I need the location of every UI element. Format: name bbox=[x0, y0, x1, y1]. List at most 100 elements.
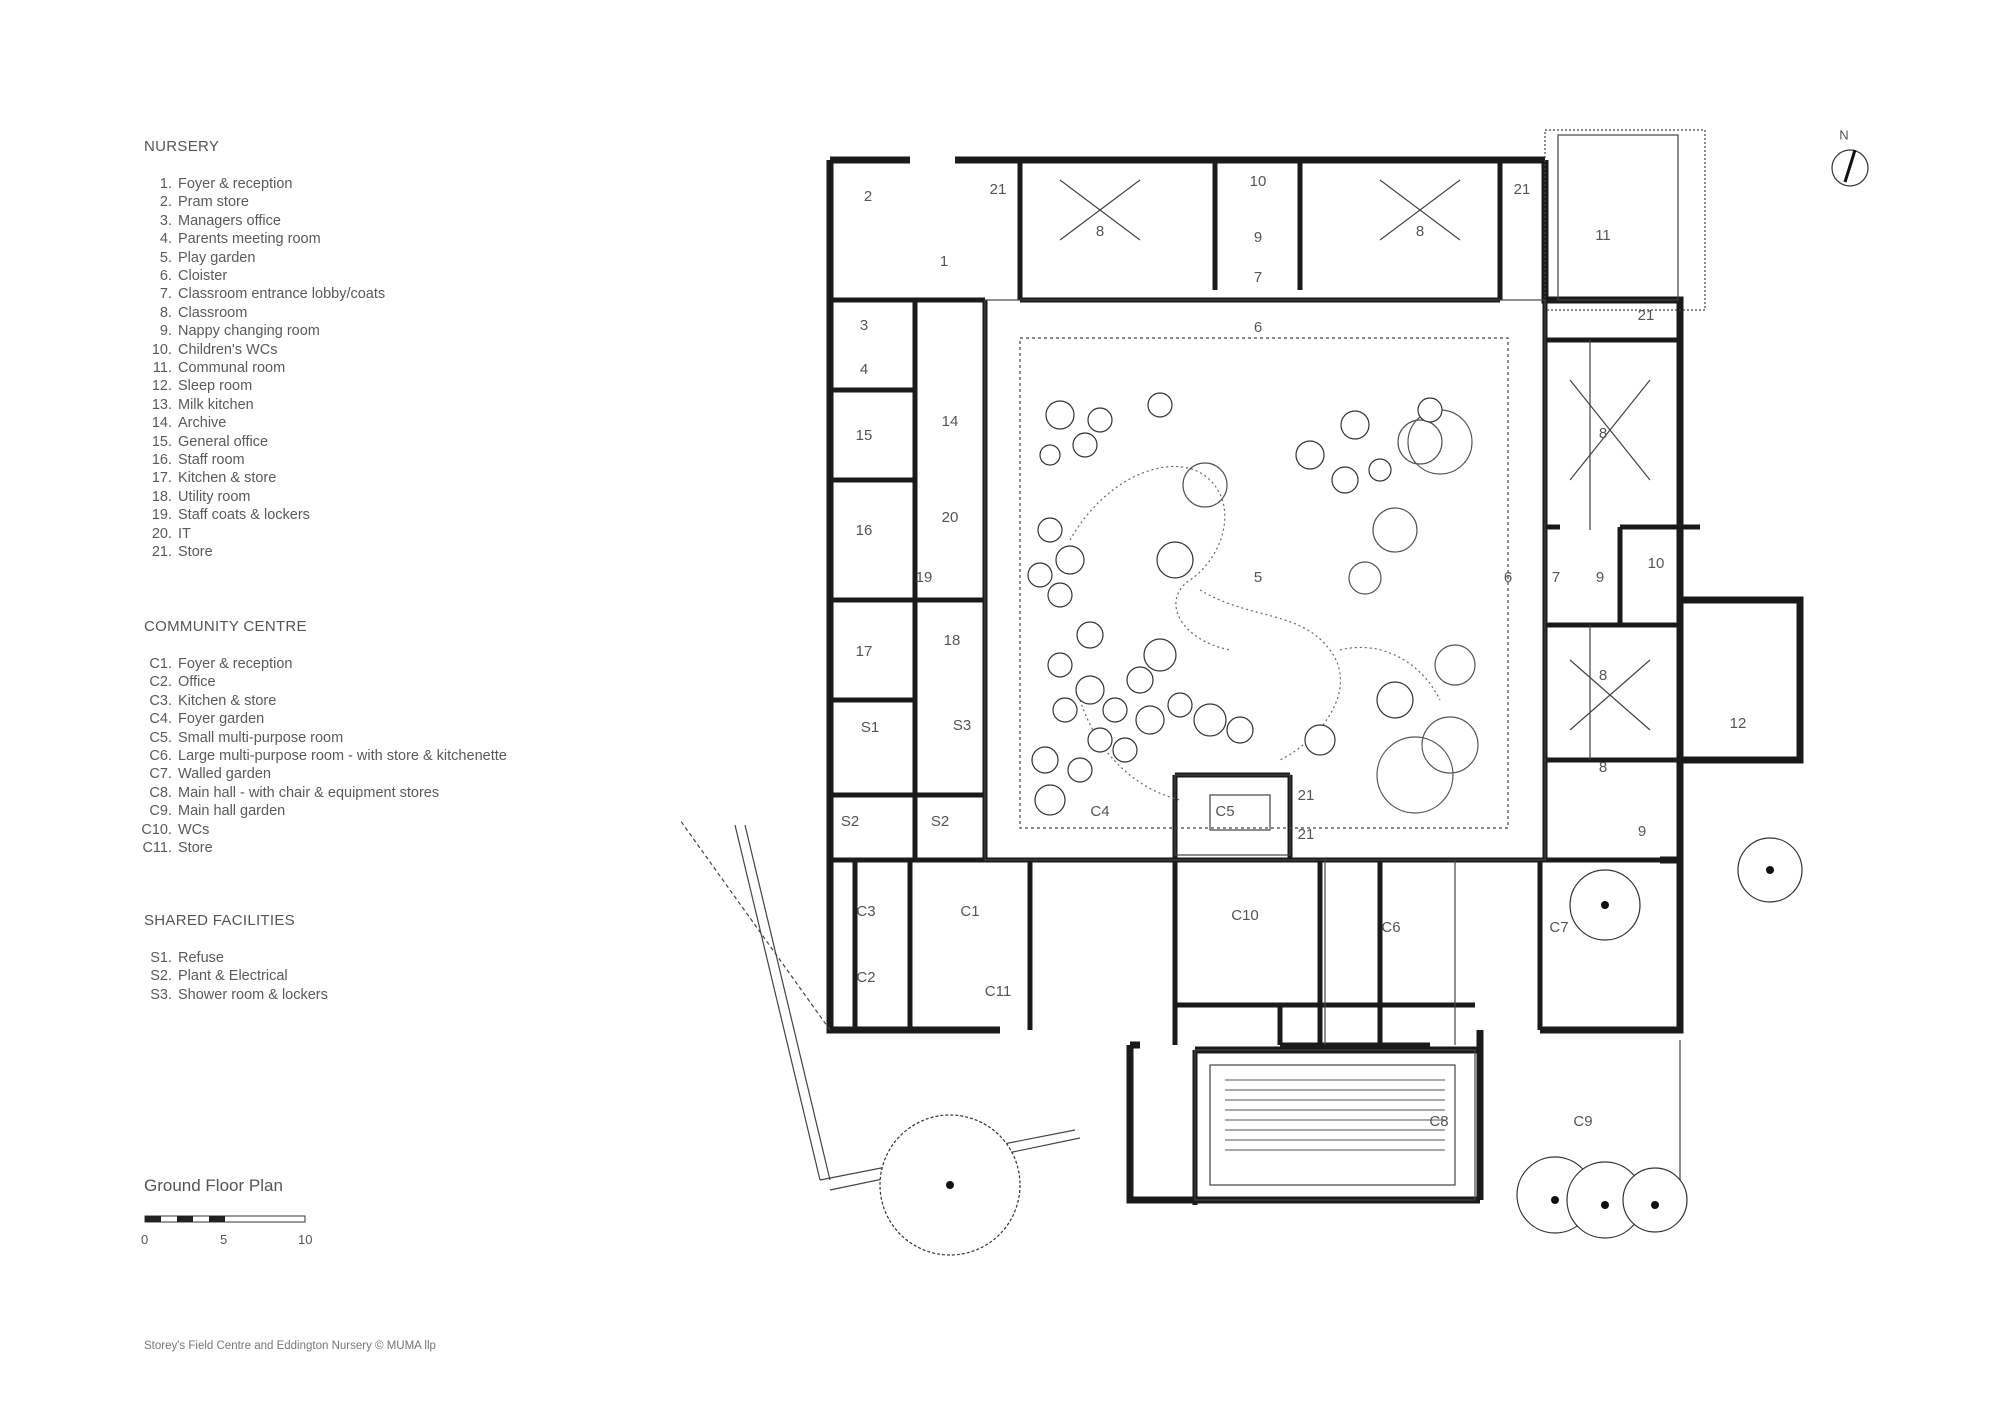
room-label: S2 bbox=[841, 813, 859, 830]
room-label: 10 bbox=[1648, 555, 1665, 572]
legend-item-number: C11. bbox=[142, 840, 172, 856]
nursery-legend-item: 1. Foyer & reception bbox=[126, 176, 293, 192]
scale-bar bbox=[144, 1215, 306, 1223]
legend-item-number: 19. bbox=[151, 507, 172, 524]
room-label: 9 bbox=[1254, 229, 1262, 246]
nursery-legend-item: 15.General office bbox=[126, 434, 268, 450]
nursery-legend-item: 13.Milk kitchen bbox=[126, 397, 254, 413]
garden-paths bbox=[1069, 465, 1441, 801]
community-legend-item: C9.Main hall garden bbox=[126, 803, 285, 819]
room-label: 9 bbox=[1596, 569, 1604, 586]
room-label: 21 bbox=[1514, 181, 1531, 198]
nursery-legend-item: 20.IT bbox=[126, 526, 191, 542]
room-label: 15 bbox=[856, 427, 873, 444]
room-label: 21 bbox=[990, 181, 1007, 198]
legend-item-label: Staff coats & lockers bbox=[178, 507, 310, 524]
credit-line: Storey's Field Centre and Eddington Nurs… bbox=[144, 1340, 436, 1352]
nursery-legend-item: 19. Staff coats & lockers bbox=[126, 507, 310, 523]
room-label: 8 bbox=[1599, 667, 1607, 684]
community-legend-item: C5. Small multi-purpose room bbox=[126, 730, 343, 746]
nursery-legend-item: 21.Store bbox=[126, 544, 213, 560]
room-labels: 2 1 3 4 15 16 17 14 20 19 18 S1 S3 S2 S2… bbox=[841, 173, 1747, 1130]
legend-item-label: Classroom entrance lobby/coats bbox=[178, 286, 386, 303]
scale-label-0: 0 bbox=[141, 1232, 149, 1247]
nursery-legend-item: 2.Pram store bbox=[126, 194, 249, 210]
legend-item-label: Foyer & reception bbox=[178, 176, 293, 192]
room-label: C9 bbox=[1573, 1113, 1592, 1130]
legend-item-number: 6. bbox=[159, 268, 172, 284]
north-label: N bbox=[1839, 127, 1848, 142]
legend-item-number: C5. bbox=[149, 729, 172, 746]
nursery-legend-item: 17.Kitchen & store bbox=[126, 470, 277, 486]
room-label: 10 bbox=[1250, 173, 1267, 190]
shared-legend-item: S3. Shower room & lockers bbox=[126, 987, 328, 1003]
legend-item-label: Main hall - with chair & equipment store… bbox=[178, 784, 440, 801]
legend-item-label: Managers office bbox=[178, 212, 281, 229]
room-label: 12 bbox=[1730, 715, 1747, 732]
room-label: S3 bbox=[953, 717, 971, 734]
nursery-legend-item: 7.Classroom entrance lobby/coats bbox=[126, 286, 385, 302]
room-label: 14 bbox=[942, 413, 959, 430]
legend-item-label: Parents meeting room bbox=[178, 231, 321, 248]
community-legend-item: C1. Foyer & reception bbox=[126, 656, 292, 672]
shared-legend-item: S1.Refuse bbox=[126, 950, 224, 966]
room-label: 17 bbox=[856, 643, 873, 660]
legend-item-number: 1. bbox=[159, 176, 172, 192]
legend-item-label: Refuse bbox=[178, 950, 224, 966]
nursery-legend-item: 6.Cloister bbox=[126, 268, 227, 284]
community-legend-item: C6. Large multi-purpose room - with store… bbox=[126, 748, 507, 764]
legend-item-label: Kitchen & store bbox=[178, 692, 277, 709]
community-legend-item: C10.WCs bbox=[126, 822, 209, 838]
legend-item-label: Nappy changing room bbox=[178, 323, 320, 340]
room-label: 8 bbox=[1599, 425, 1607, 442]
legend-item-number: S3. bbox=[150, 986, 172, 1003]
room-label: C8 bbox=[1429, 1113, 1448, 1130]
room-label: 19 bbox=[916, 569, 933, 586]
room-label: 21 bbox=[1638, 307, 1655, 324]
community-legend-item: C8. Main hall - with chair & equipment st… bbox=[126, 785, 439, 801]
room-label: 3 bbox=[860, 317, 868, 334]
legend-item-number: 13. bbox=[151, 396, 172, 413]
nursery-legend-item: 4.Parents meeting room bbox=[126, 231, 321, 247]
legend-item-label: Large multi-purpose room - with store & … bbox=[178, 748, 507, 764]
room-label: C2 bbox=[856, 969, 875, 986]
legend-item-number: S2. bbox=[150, 968, 172, 985]
room-label: C5 bbox=[1215, 803, 1234, 820]
nursery-legend-item: 12.Sleep room bbox=[126, 378, 252, 394]
room-label: 6 bbox=[1254, 319, 1262, 336]
nursery-legend-item: 5.Play garden bbox=[126, 250, 255, 266]
legend-item-number: 9. bbox=[159, 323, 172, 340]
legend-item-number: 5. bbox=[159, 249, 172, 266]
room-label: C6 bbox=[1381, 919, 1400, 936]
room-label: C1 bbox=[960, 903, 979, 920]
room-label: S1 bbox=[861, 719, 879, 736]
nursery-legend-item: 11. Communal room bbox=[126, 360, 285, 376]
legend-item-number: 14. bbox=[151, 415, 172, 432]
community-legend-item: C3.Kitchen & store bbox=[126, 693, 276, 709]
legend-item-number: C8. bbox=[149, 784, 172, 801]
nursery-legend-item: 14. Archive bbox=[126, 415, 227, 432]
legend-item-label: Small multi-purpose room bbox=[178, 729, 344, 746]
legend-item-number: 11. bbox=[152, 360, 172, 376]
legend-item-label: Shower room & lockers bbox=[178, 986, 328, 1003]
scale-label-5: 5 bbox=[220, 1232, 228, 1247]
legend-item-number: C6. bbox=[149, 748, 172, 764]
legend-item-number: C10. bbox=[141, 821, 172, 838]
nursery-legend-item: 3.Managers office bbox=[126, 213, 281, 229]
legend-item-label: Communal room bbox=[178, 360, 286, 376]
legend-item-number: 8. bbox=[159, 304, 172, 321]
trees bbox=[879, 392, 1803, 1256]
legend-item-label: Pram store bbox=[178, 194, 249, 211]
room-label: C4 bbox=[1090, 803, 1109, 820]
legend-item-label: Foyer & reception bbox=[178, 656, 293, 672]
community-legend-title: COMMUNITY CENTRE bbox=[144, 618, 307, 635]
legend-item-number: C2. bbox=[149, 674, 172, 691]
legend-item-label: Archive bbox=[178, 415, 227, 432]
legend-item-number: C1. bbox=[149, 656, 172, 672]
room-label: 8 bbox=[1096, 223, 1104, 240]
legend-item-label: Main hall garden bbox=[178, 803, 286, 820]
legend-item-number: 18. bbox=[151, 488, 172, 505]
legend-item-label: Children's WCs bbox=[178, 341, 278, 358]
room-label: 1 bbox=[940, 253, 948, 270]
